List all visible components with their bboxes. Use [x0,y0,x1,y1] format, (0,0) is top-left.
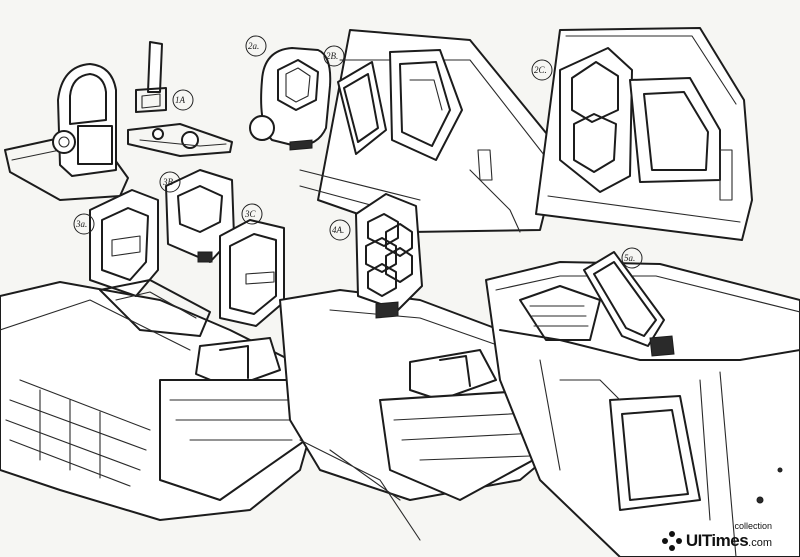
label-5a: 5a. [621,247,643,269]
label-3c-text: 3C [244,209,257,219]
console-3a [0,189,321,521]
watermark-collection: collection [734,521,772,531]
label-3b-text: 3B [162,177,174,187]
seat-1a-concept [4,41,233,201]
label-3c: 3C [241,203,263,225]
seat-2a-concept [249,47,332,151]
label-3b: 3B [159,171,181,193]
label-2c: 2C. [531,59,553,81]
watermark-brand: UITimes [685,531,749,550]
wall-unit-2c [535,27,753,241]
wall-unit-2b [299,29,561,233]
label-4a: 4A. [329,219,351,241]
label-2a: 2a. [245,35,267,57]
label-2a-text: 2a. [248,41,259,51]
watermark-domain: .com [748,537,772,549]
label-3a: 3a. [73,213,95,235]
label-1a-text: 1A [175,95,186,105]
label-2b: 2B. [323,45,345,67]
label-4a-text: 4A. [332,225,344,235]
watermark: collection UITimes.com [661,521,772,551]
label-2b-text: 2B. [326,51,338,61]
console-5a [485,251,800,557]
label-2c-text: 2C. [534,65,547,75]
label-5a-text: 5a. [624,253,635,263]
label-3a-text: 3a. [75,219,87,229]
uitimes-logo-icon [661,531,682,551]
label-1a: 1A [172,89,194,111]
seat-3c-panel [219,219,285,327]
